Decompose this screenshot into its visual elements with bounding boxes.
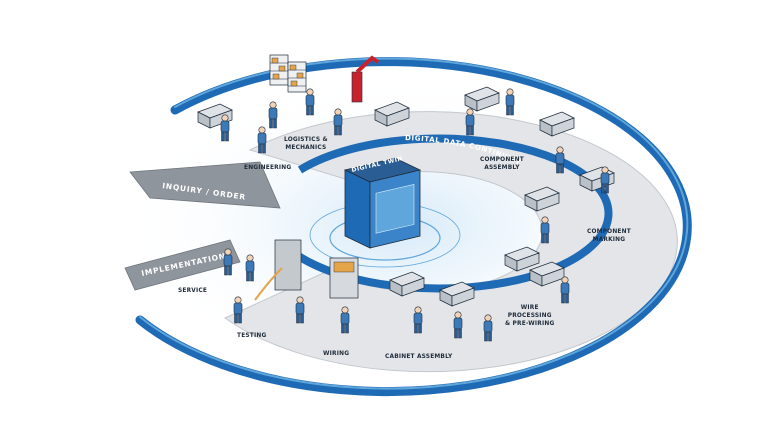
testing-station xyxy=(233,239,302,324)
control-cabinet-icon xyxy=(329,257,359,299)
inquiry-order-ribbon: INQUIRY / ORDER xyxy=(129,161,281,209)
component-marking-label: COMPONENT MARKING xyxy=(587,227,631,243)
component-assembly-label: COMPONENT ASSEMBLY xyxy=(480,155,524,171)
wiring-label: WIRING xyxy=(323,349,350,357)
implementation-ribbon: IMPLEMENTATION xyxy=(124,239,241,291)
engineering-label: ENGINEERING xyxy=(244,163,292,171)
digital-twin-cabinet: DIGITAL TWIN xyxy=(309,155,461,268)
wiring-station xyxy=(295,257,359,334)
shelf-icon xyxy=(287,61,307,93)
cabinet-assembly-label: CABINET ASSEMBLY xyxy=(385,352,453,360)
outer-blue-ring-highlight xyxy=(139,57,689,390)
shelf-icon xyxy=(269,54,289,86)
robot-icon xyxy=(351,55,380,103)
logistics-mechanics-label: LOGISTICS & MECHANICS xyxy=(284,135,328,151)
testing-label: TESTING xyxy=(237,331,267,339)
control-cabinet-icon xyxy=(254,239,302,301)
wire-processing-label: WIRE PROCESSING & PRE-WIRING xyxy=(505,303,555,327)
logistics-station xyxy=(269,54,380,136)
service-label: SERVICE xyxy=(178,286,208,294)
